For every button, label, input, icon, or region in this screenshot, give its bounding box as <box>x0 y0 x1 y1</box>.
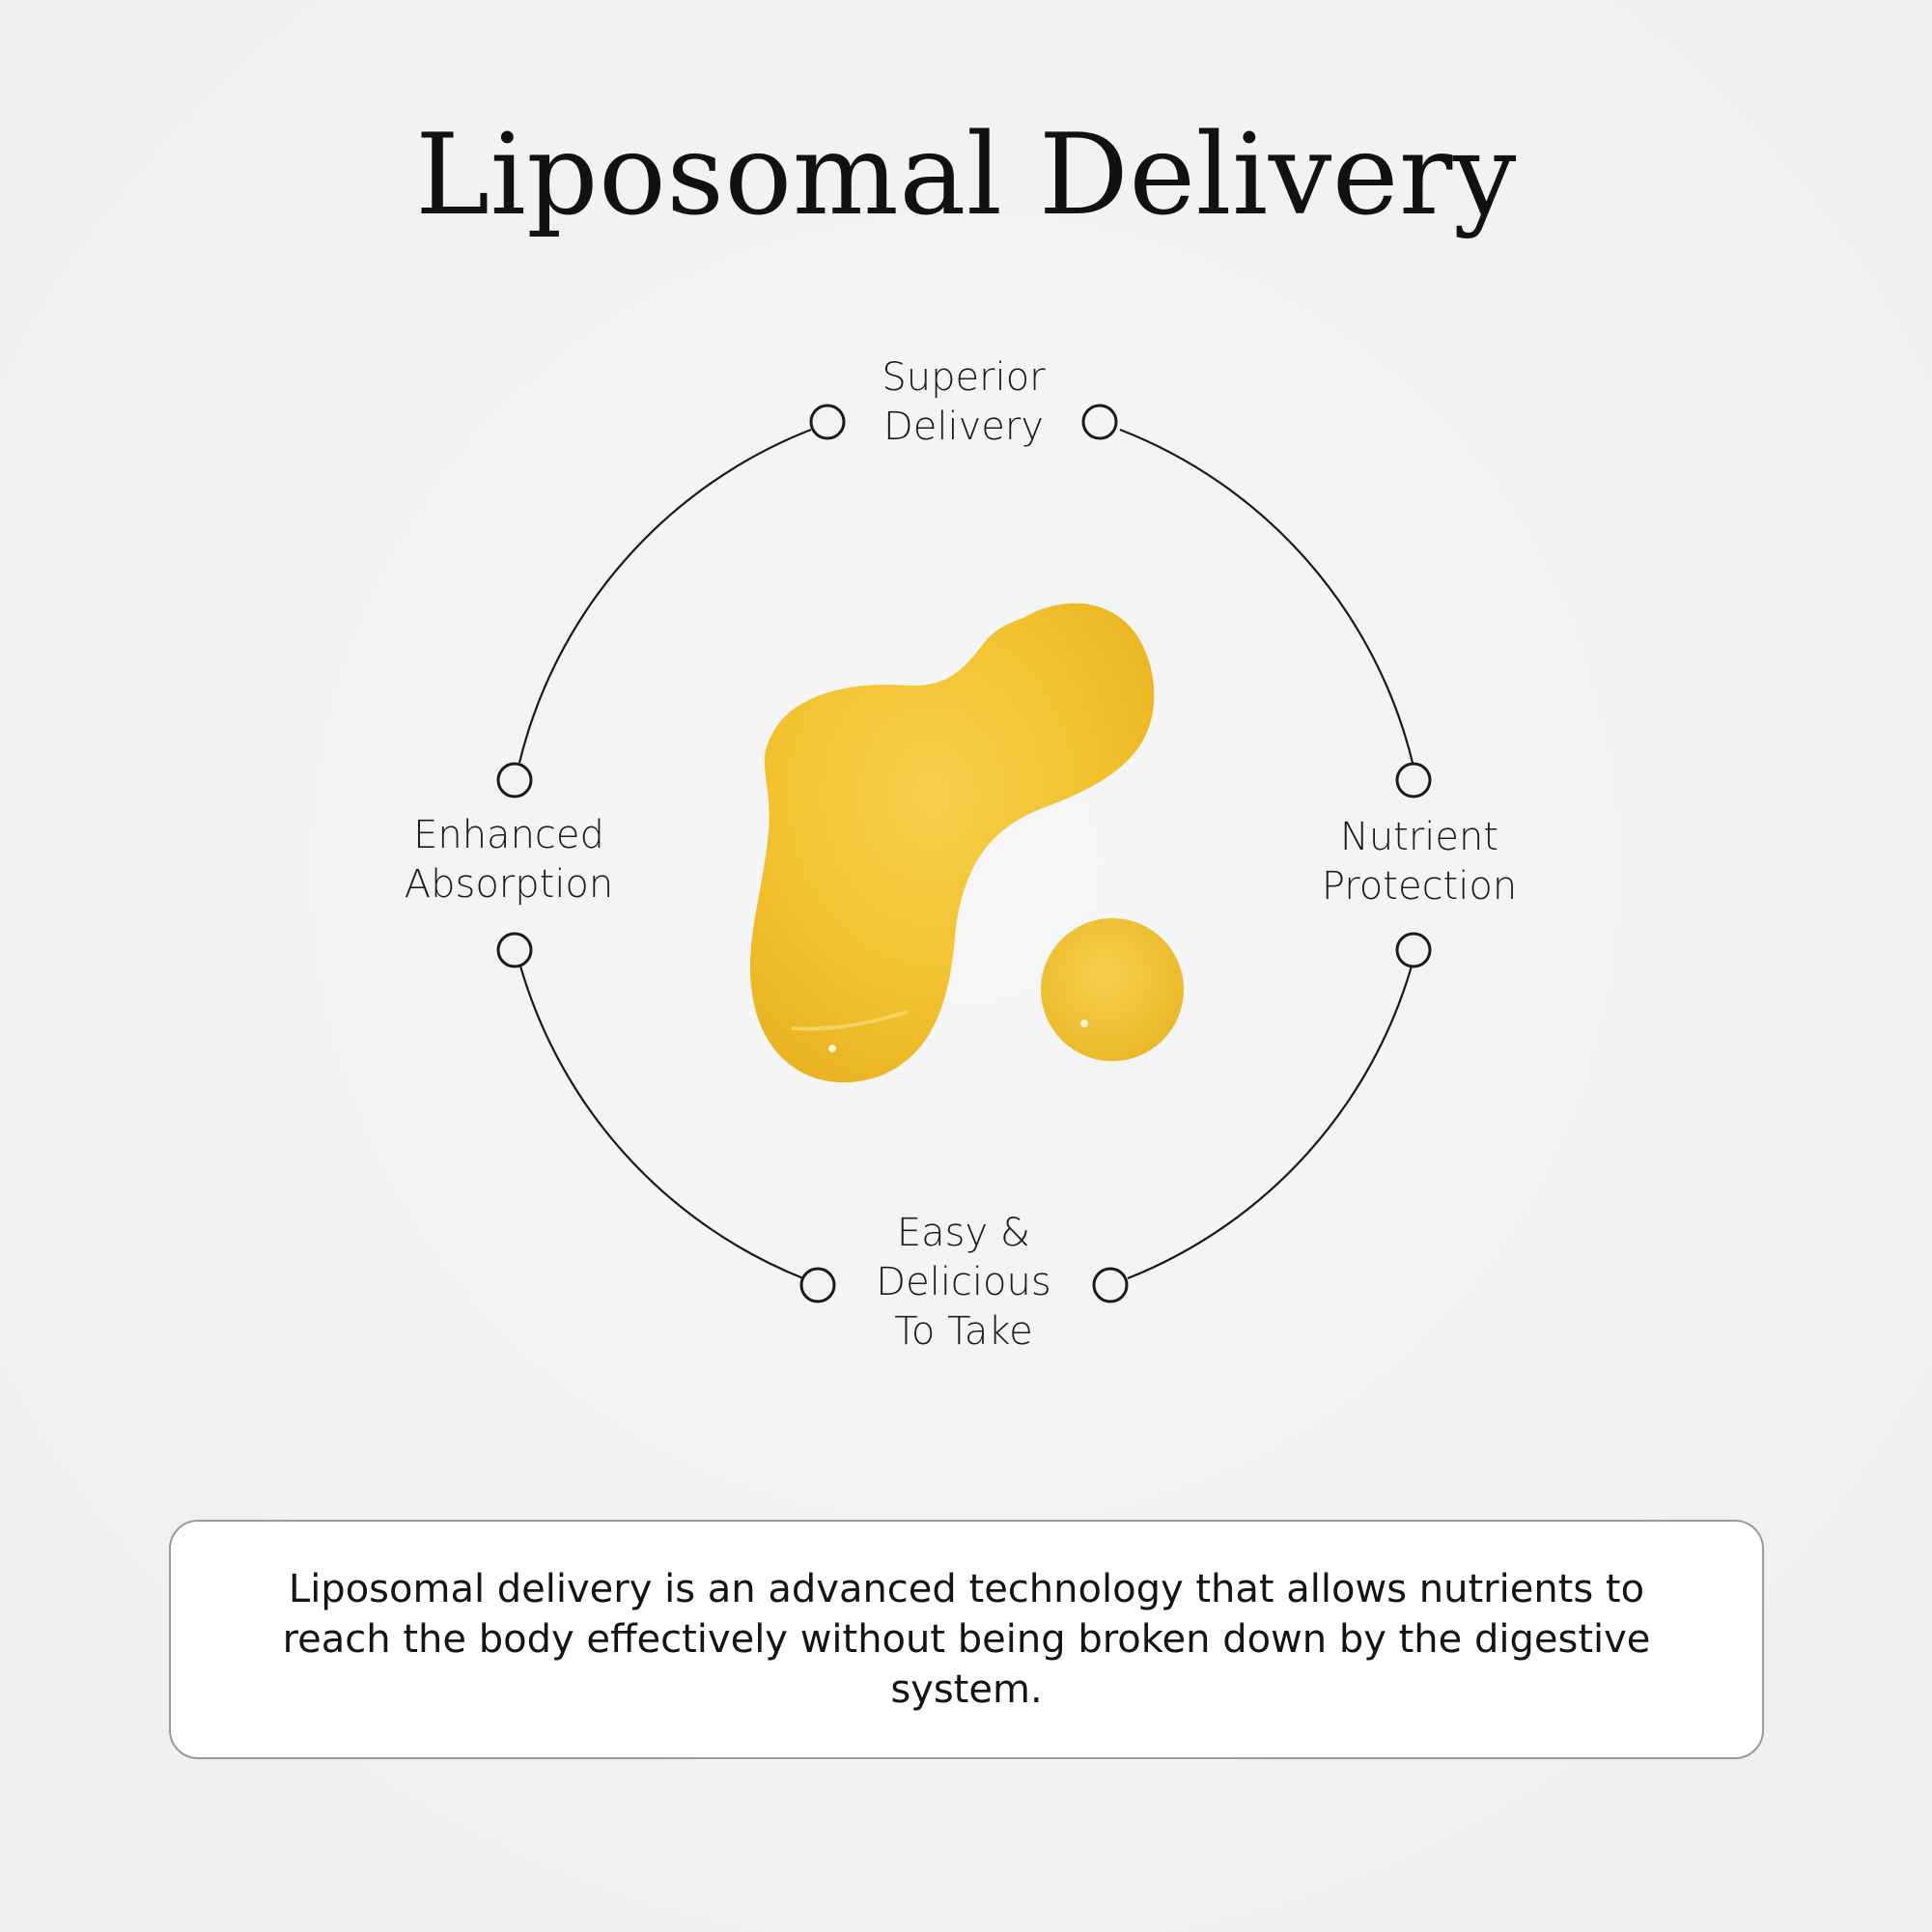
node-right-bottom <box>1395 932 1432 968</box>
liposome-blob <box>749 602 1155 1083</box>
liposome-droplet <box>1041 918 1184 1061</box>
node-top-left <box>809 404 846 440</box>
liposome-illustration <box>749 602 1184 1083</box>
arc-left-top <box>518 428 812 764</box>
description-box: Liposomal delivery is an advanced techno… <box>169 1520 1764 1759</box>
node-bottom-left <box>799 1267 836 1303</box>
benefit-easy-delicious: Easy & Delicious To Take <box>876 1211 1051 1354</box>
benefit-superior-delivery: Superior Delivery <box>882 355 1046 449</box>
node-left-bottom <box>496 932 533 968</box>
liposome-blob-highlight <box>791 1010 909 1031</box>
benefit-enhanced-absorption: Enhanced Absorption <box>404 813 614 907</box>
arc-top-right <box>1119 428 1414 764</box>
page-title: Liposomal Delivery <box>415 110 1517 240</box>
node-top-right <box>1081 404 1118 440</box>
arc-right-bottom <box>1127 962 1414 1280</box>
cycle-arcs <box>518 428 1414 1280</box>
node-right-top <box>1395 762 1432 798</box>
blob-shine <box>828 1045 836 1052</box>
node-bottom-right <box>1092 1267 1129 1303</box>
cycle-nodes <box>496 404 1432 1303</box>
benefit-nutrient-protection: Nutrient Protection <box>1321 815 1518 909</box>
node-left-top <box>496 762 533 798</box>
description-text: Liposomal delivery is an advanced techno… <box>282 1567 1651 1712</box>
arc-bottom-left <box>518 962 804 1280</box>
droplet-shine <box>1080 1020 1088 1027</box>
